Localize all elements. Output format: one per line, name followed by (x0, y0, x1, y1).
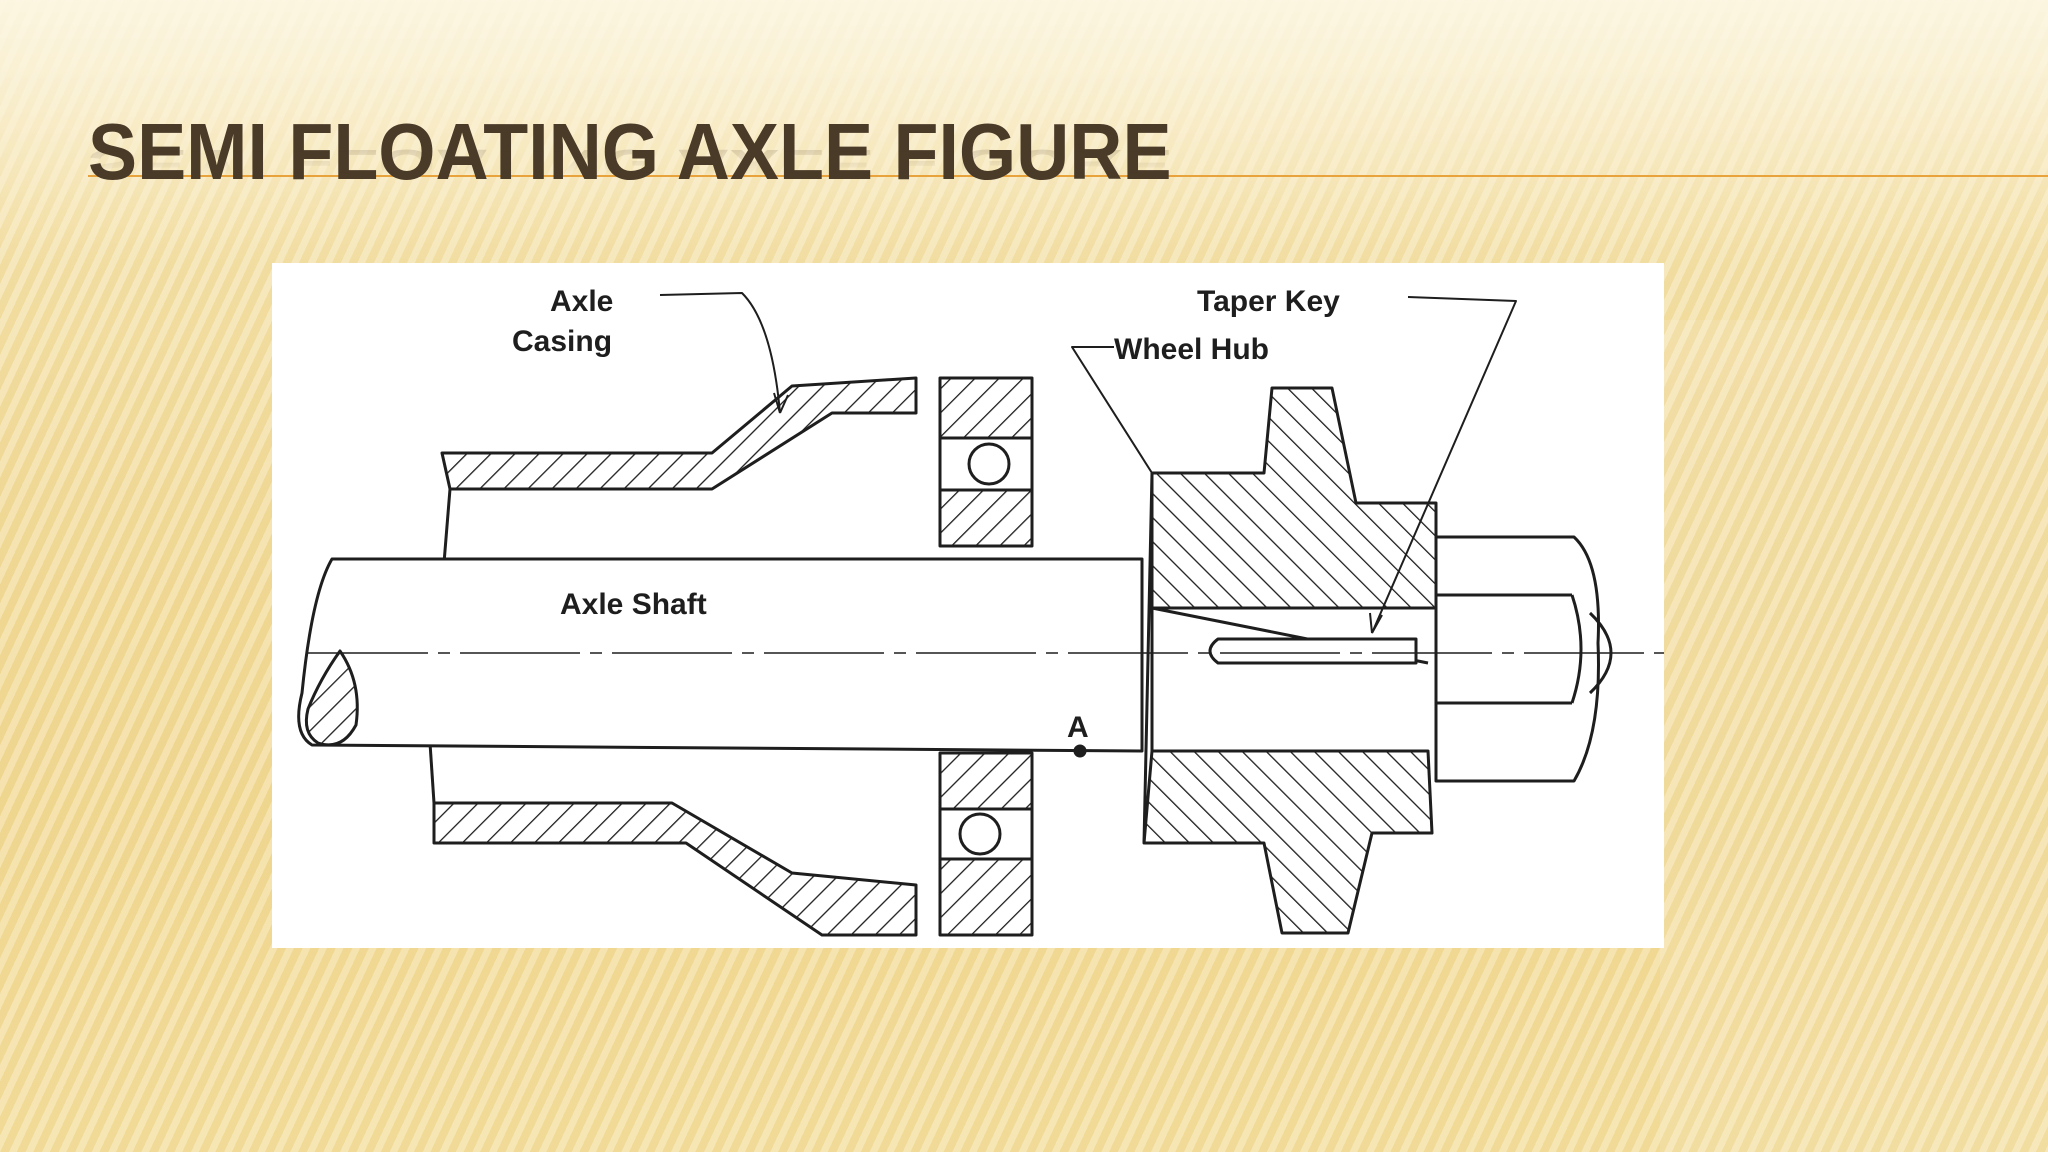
label-point-a: A (1067, 711, 1089, 744)
background-glow (0, 0, 2048, 260)
background-band (1660, 320, 2048, 1152)
bearing-bottom-upper (938, 751, 1034, 811)
taper-key (1208, 637, 1418, 665)
bearing-top-housing (938, 376, 1034, 440)
point-a-dot (1073, 744, 1087, 758)
label-axle: Axle (550, 285, 613, 318)
semi-floating-axle-diagram: Axle Casing Taper Key Wheel Hub Axle Sha… (297, 285, 1664, 937)
bearing-top-lower (938, 488, 1034, 548)
leader-wheel-hub (1071, 346, 1153, 474)
wheel-hub-lower (1142, 749, 1434, 935)
slide-title: SEMI FLOATING AXLE FIGURE (88, 107, 1172, 196)
axle-casing-top (440, 376, 918, 491)
leader-axle-casing (659, 292, 781, 414)
axle-shaft (297, 557, 1144, 753)
title-rule (88, 175, 2048, 177)
axle-casing-bottom (432, 801, 918, 937)
label-wheel-hub: Wheel Hub (1114, 333, 1269, 366)
bearing-bottom-housing (938, 857, 1034, 937)
label-casing: Casing (512, 325, 612, 358)
label-axle-shaft: Axle Shaft (560, 588, 707, 621)
axle-shaft-break (304, 649, 359, 747)
label-taper-key: Taper Key (1197, 285, 1340, 318)
bearing-bottom-ball (958, 812, 1002, 856)
leader-taper-key (1371, 296, 1517, 634)
wheel-hub (1150, 386, 1438, 610)
axle-figure: Axle Casing Taper Key Wheel Hub Axle Sha… (272, 263, 1664, 948)
axle-nut (1434, 535, 1600, 783)
bearing-top-ball (967, 442, 1011, 486)
